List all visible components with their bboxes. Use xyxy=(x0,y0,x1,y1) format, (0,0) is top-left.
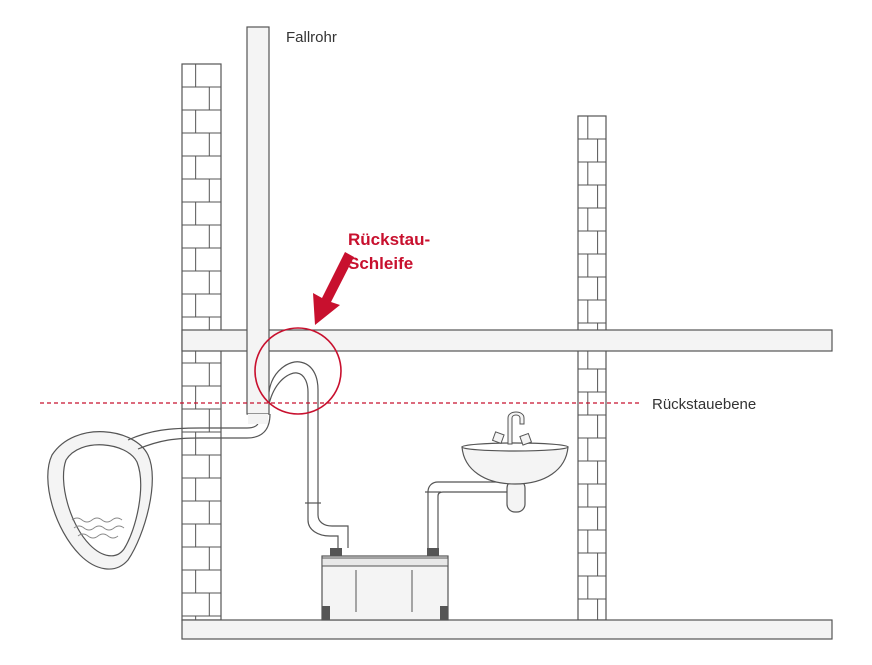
wall-outline xyxy=(577,115,607,621)
arrow-down-left-icon xyxy=(313,252,354,325)
backflow-loop-label-line1: Rückstau- xyxy=(348,230,430,249)
downpipe-label: Fallrohr xyxy=(286,29,337,46)
water-waves-icon xyxy=(71,517,125,539)
brick-wall-right xyxy=(577,115,607,621)
backflow-loop-highlight-circle xyxy=(254,327,342,415)
faucet-icon xyxy=(491,411,533,446)
downpipe xyxy=(246,26,270,424)
sewer-cross-section xyxy=(47,431,153,570)
wash-basin xyxy=(461,411,569,485)
lifting-pump-unit xyxy=(321,548,449,621)
floor-slab-upper xyxy=(181,329,833,352)
sewer-connection-pipe-inner xyxy=(137,413,271,450)
backflow-loop-label-line2: Schleife xyxy=(348,254,413,273)
backflow-level-label: Rückstauebene xyxy=(652,396,756,413)
sink-drain-pipe xyxy=(425,479,526,548)
floor-slab-lower xyxy=(181,619,833,640)
backflow-loop-pipe xyxy=(268,361,349,548)
